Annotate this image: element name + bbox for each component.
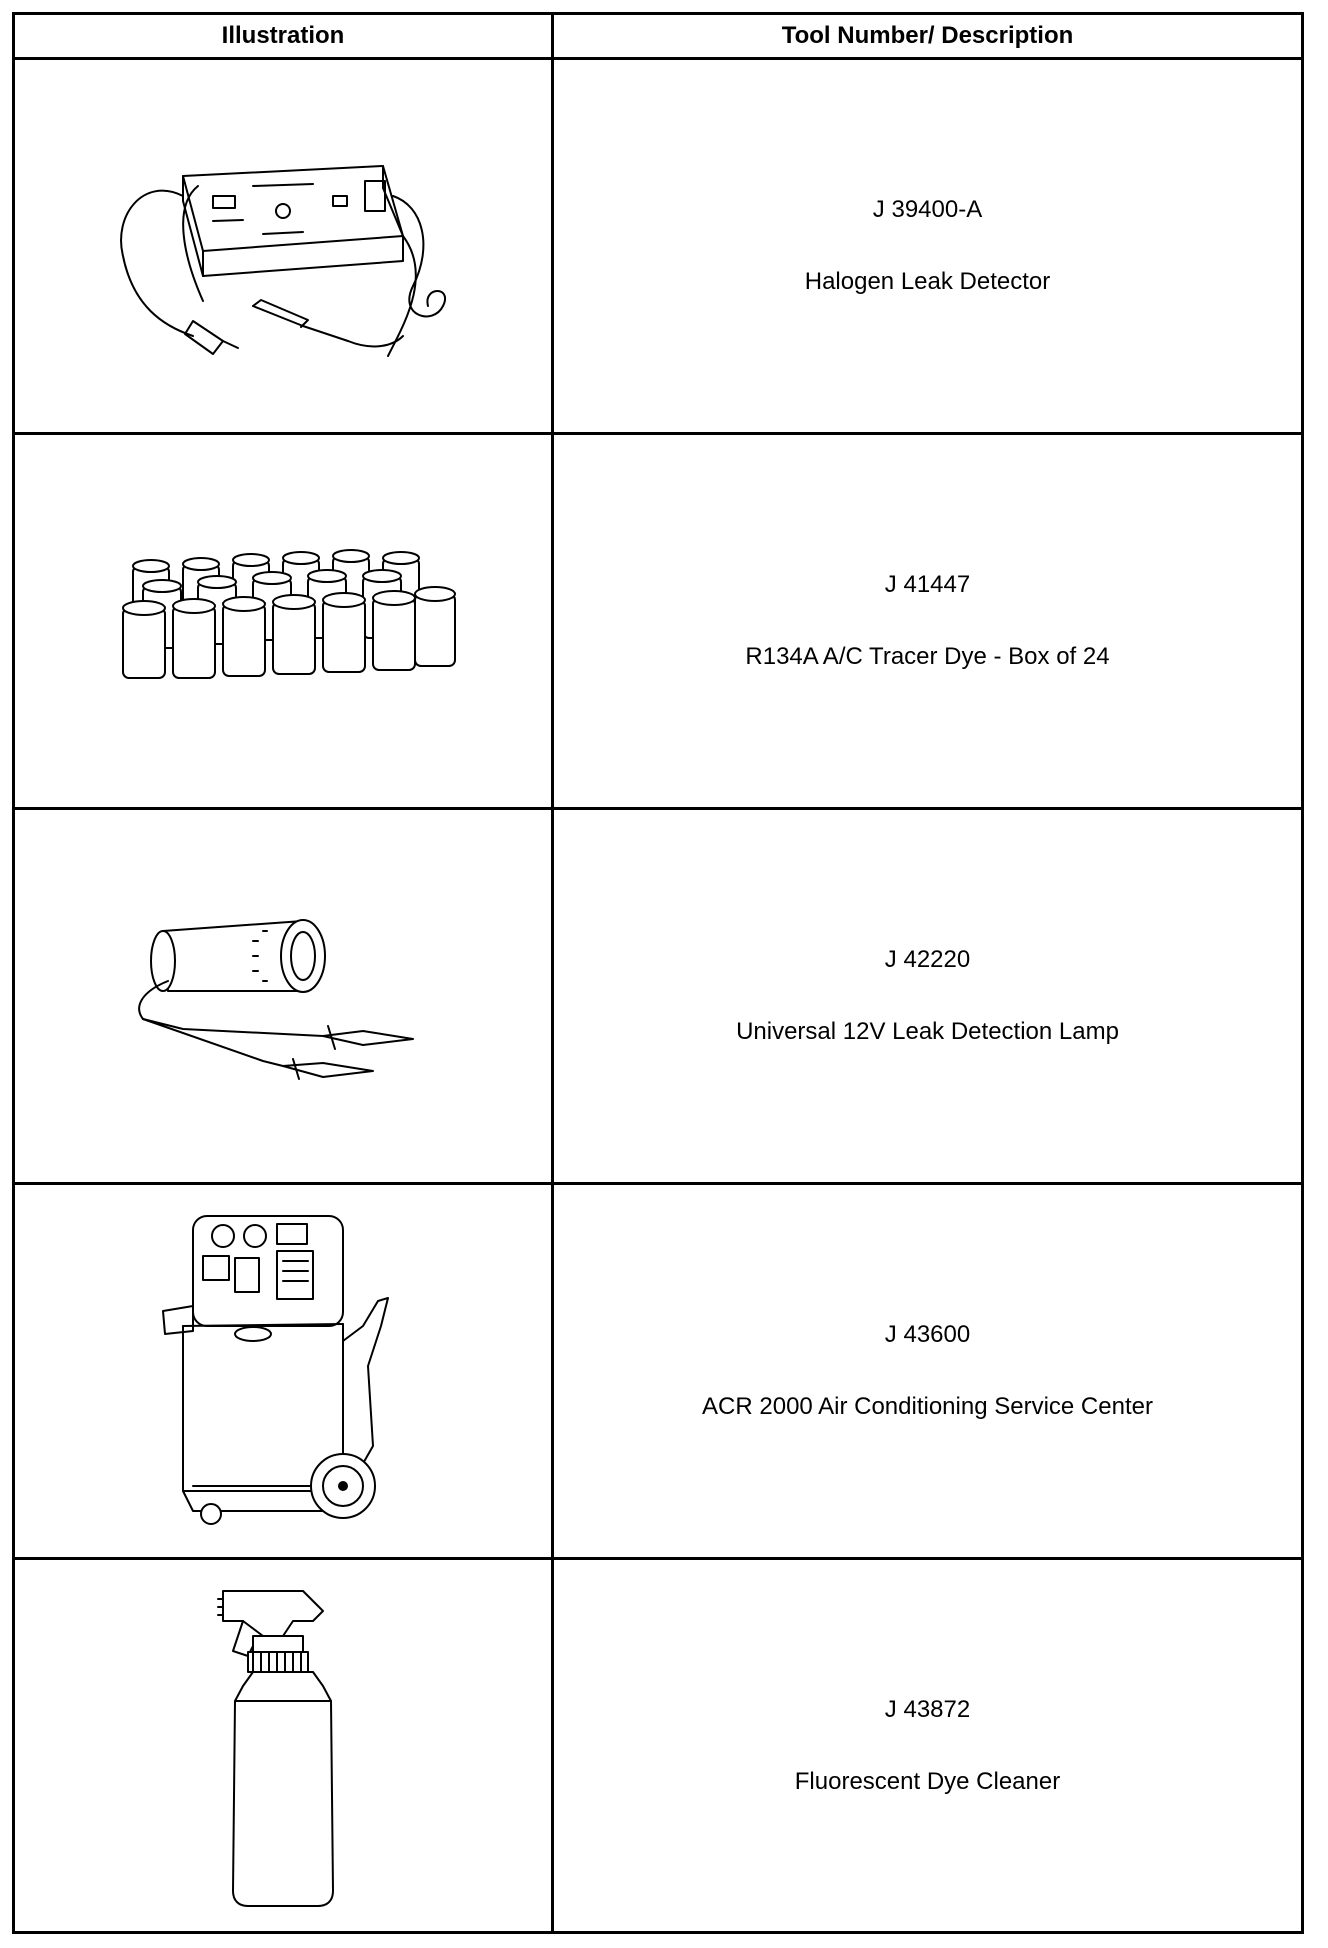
tool-number: J 43872 xyxy=(884,1695,971,1723)
tool-number: J 43600 xyxy=(884,1321,971,1348)
tool-number: J 41447 xyxy=(884,571,971,598)
tool-description: Fluorescent Dye Cleaner xyxy=(794,1767,1061,1795)
table-row: J 43600 ACR 2000 Air Conditioning Servic… xyxy=(15,1185,1301,1557)
tool-description: ACR 2000 Air Conditioning Service Center xyxy=(702,1393,1153,1420)
tracer-dye-bottles-icon xyxy=(122,549,456,679)
illustration-cell xyxy=(15,435,551,807)
header-illustration: Illustration xyxy=(221,22,345,49)
tool-number: J 42220 xyxy=(884,946,971,973)
halogen-leak-detector-icon xyxy=(120,165,446,357)
tools-table: Illustration Tool Number/ Description xyxy=(12,12,1304,1934)
illustration-cell xyxy=(15,1185,551,1557)
description-cell: J 43600 ACR 2000 Air Conditioning Servic… xyxy=(554,1185,1301,1557)
table-row: J 39400-A Halogen Leak Detector xyxy=(15,60,1301,432)
table-row: J 43872 Fluorescent Dye Cleaner xyxy=(15,1560,1301,1931)
header-tool-number-description: Tool Number/ Description xyxy=(781,22,1074,49)
description-cell: J 41447 R134A A/C Tracer Dye - Box of 24 xyxy=(554,435,1301,807)
illustration-cell xyxy=(15,60,551,432)
row-divider xyxy=(15,807,1301,810)
illustration-cell xyxy=(15,810,551,1182)
spray-bottle-icon xyxy=(217,1589,334,1907)
description-cell: J 39400-A Halogen Leak Detector xyxy=(554,60,1301,432)
ac-service-center-icon xyxy=(162,1215,389,1525)
leak-detection-lamp-icon xyxy=(138,919,414,1080)
illustration-cell xyxy=(15,1560,551,1931)
row-divider xyxy=(15,57,1301,60)
column-divider xyxy=(551,15,554,1931)
table-row: J 41447 R134A A/C Tracer Dye - Box of 24 xyxy=(15,435,1301,807)
tool-description: Halogen Leak Detector xyxy=(804,268,1051,295)
row-divider xyxy=(15,432,1301,435)
description-cell: J 42220 Universal 12V Leak Detection Lam… xyxy=(554,810,1301,1182)
row-divider xyxy=(15,1182,1301,1185)
tool-number: J 39400-A xyxy=(872,196,983,223)
tool-description: R134A A/C Tracer Dye - Box of 24 xyxy=(745,643,1110,670)
row-divider xyxy=(15,1557,1301,1560)
table-row: J 42220 Universal 12V Leak Detection Lam… xyxy=(15,810,1301,1182)
description-cell: J 43872 Fluorescent Dye Cleaner xyxy=(554,1560,1301,1931)
tool-description: Universal 12V Leak Detection Lamp xyxy=(736,1018,1119,1045)
